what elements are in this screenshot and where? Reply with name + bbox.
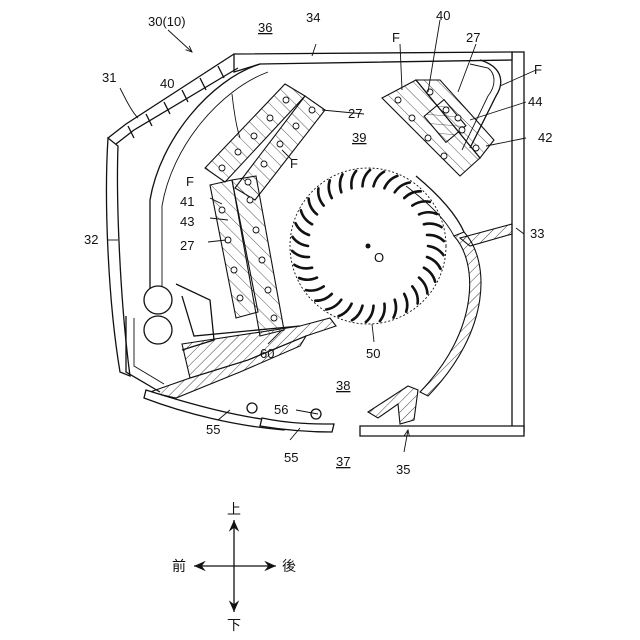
compass-up-label: 上 (227, 502, 241, 518)
label-hx-41: 41 (180, 194, 194, 209)
label-fin-f-b: F (534, 62, 542, 77)
fan-center-point (366, 244, 371, 249)
fan-blade (424, 224, 442, 228)
label-front-panel: 32 (84, 232, 98, 247)
fan-blade (292, 251, 309, 257)
label-outlet: 37 (336, 454, 350, 469)
label-louver-55-b: 55 (284, 450, 298, 465)
cross-flow-fan (290, 168, 446, 324)
fan-blade (380, 304, 385, 321)
label-louver-56: 56 (274, 402, 288, 417)
back-panel (512, 52, 524, 432)
fan-blade (363, 170, 371, 186)
compass-down-label: 下 (227, 618, 241, 634)
fan-blade (427, 235, 444, 241)
label-outlet-channel: 38 (336, 378, 350, 393)
fan-blade (394, 300, 397, 318)
filter-roller-lower (144, 316, 172, 344)
label-tube-27-a: 27 (466, 30, 480, 45)
front-grille (108, 54, 234, 138)
fan-blade (351, 171, 356, 188)
stabilizer (460, 224, 512, 246)
fan-blade (294, 265, 312, 269)
label-fin-f-d: F (186, 174, 194, 189)
label-louver-55-a: 55 (206, 422, 220, 437)
top-panel (234, 52, 512, 72)
label-hx-44: 44 (528, 94, 542, 109)
label-unit: 30(10) (148, 14, 186, 29)
louver-rear (260, 418, 334, 432)
fan-blade (306, 286, 324, 290)
fan-blade (352, 306, 363, 321)
fan-blade (366, 306, 374, 322)
grille-slats (128, 66, 224, 138)
bottom-frame (360, 426, 524, 436)
fan-blade (428, 246, 444, 255)
rear-bracket (368, 386, 418, 424)
direction-compass: 上 下 前 後 (172, 502, 296, 634)
compass-front-label: 前 (172, 558, 186, 575)
louver-pivot-left (247, 403, 257, 413)
fan-blade (340, 174, 343, 192)
fan-blade (309, 199, 317, 215)
heat-exchanger-rear (382, 80, 494, 176)
fan-blade (419, 278, 427, 294)
label-fin-f-c: F (290, 156, 298, 171)
fan-blade (427, 257, 441, 269)
fan-blade (424, 268, 435, 282)
fan-blade (374, 172, 385, 187)
label-fan: 50 (366, 346, 380, 361)
label-hx-top-left: 40 (160, 76, 174, 91)
compass-back-label: 後 (282, 559, 296, 575)
label-drain-pan: 60 (260, 346, 274, 361)
fan-blade (404, 294, 407, 312)
label-hx-42: 42 (538, 130, 552, 145)
fan-blade (296, 223, 310, 235)
label-hx-43: 43 (180, 214, 194, 229)
label-top-area: 36 (258, 20, 272, 35)
label-hx-top-right: 40 (436, 8, 450, 23)
fan-blade (412, 286, 417, 303)
fan-blade (315, 294, 332, 301)
label-top-panel: 34 (306, 10, 320, 25)
fan-blade (293, 237, 309, 246)
fan-blade (329, 180, 332, 198)
label-fan-center: O (374, 250, 384, 265)
label-front-grille: 31 (102, 70, 116, 85)
filter-roller-upper (144, 286, 172, 314)
label-tube-27-c: 27 (180, 238, 194, 253)
label-bottom-frame: 35 (396, 462, 410, 477)
fan-blade (299, 278, 317, 280)
fan-blade (339, 304, 352, 316)
fan-blade (326, 300, 341, 310)
label-fan-chamber: 39 (352, 130, 366, 145)
fan-blade (318, 188, 323, 205)
fan-blade (384, 176, 397, 188)
fan-blade (419, 212, 437, 214)
fan-blade (301, 210, 312, 224)
label-tube-27-b: 27 (348, 106, 362, 121)
label-fin-f-a: F (392, 30, 400, 45)
label-back-panel: 33 (530, 226, 544, 241)
fan-blade (404, 191, 421, 198)
